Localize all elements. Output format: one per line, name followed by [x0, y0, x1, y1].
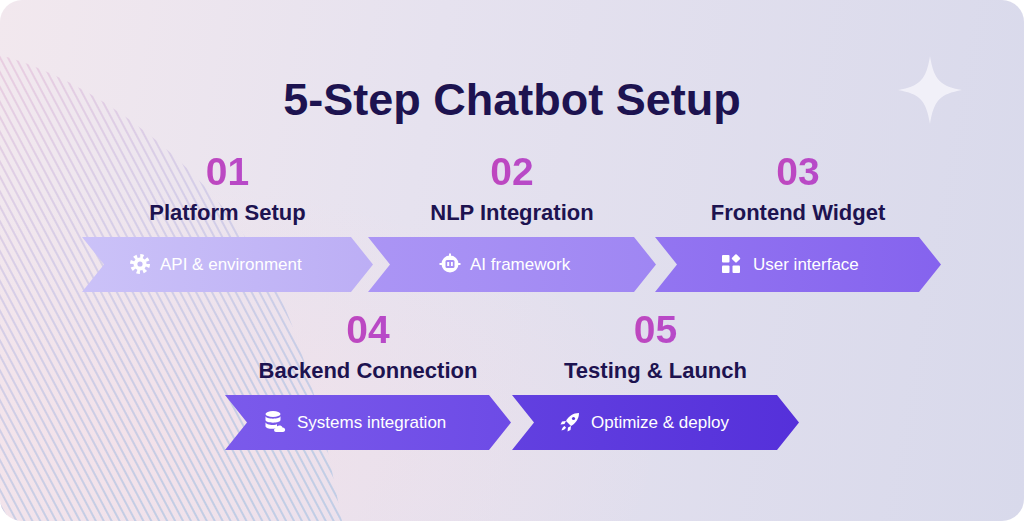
step-number: 02 [368, 149, 656, 195]
step-number: 03 [655, 149, 941, 195]
step-description: Optimize & deploy [591, 395, 729, 450]
step-title: Backend Connection [225, 358, 511, 384]
ai-chip-icon [439, 253, 461, 275]
chevron-outline [512, 395, 799, 450]
chevron-outline [655, 237, 941, 292]
chevron-outline [82, 237, 373, 292]
step-title: NLP Integration [368, 200, 656, 226]
database-icon [264, 410, 288, 434]
step-description: User interface [753, 237, 859, 292]
rocket-icon [560, 412, 580, 432]
step-chevron: 01Platform SetupAPI & environment [82, 237, 373, 292]
step-title: Testing & Launch [512, 358, 799, 384]
chevron-outline [225, 395, 511, 450]
step-title: Platform Setup [82, 200, 373, 226]
step-chevron: 03Frontend WidgetUser interface [655, 237, 941, 292]
gear-icon [129, 253, 151, 275]
step-description: API & environment [160, 237, 302, 292]
diagram-title: 5-Step Chatbot Setup [0, 72, 1024, 128]
step-description: Systems integration [297, 395, 446, 450]
step-number: 01 [82, 149, 373, 195]
step-number: 05 [512, 307, 799, 353]
step-chevron: 05Testing & LaunchOptimize & deploy [512, 395, 799, 450]
step-chevron: 04Backend ConnectionSystems integration [225, 395, 511, 450]
step-number: 04 [225, 307, 511, 353]
step-title: Frontend Widget [655, 200, 941, 226]
widget-icon [721, 254, 741, 274]
step-description: AI framework [470, 237, 570, 292]
chevron-outline [368, 237, 656, 292]
step-chevron: 02NLP IntegrationAI framework [368, 237, 656, 292]
